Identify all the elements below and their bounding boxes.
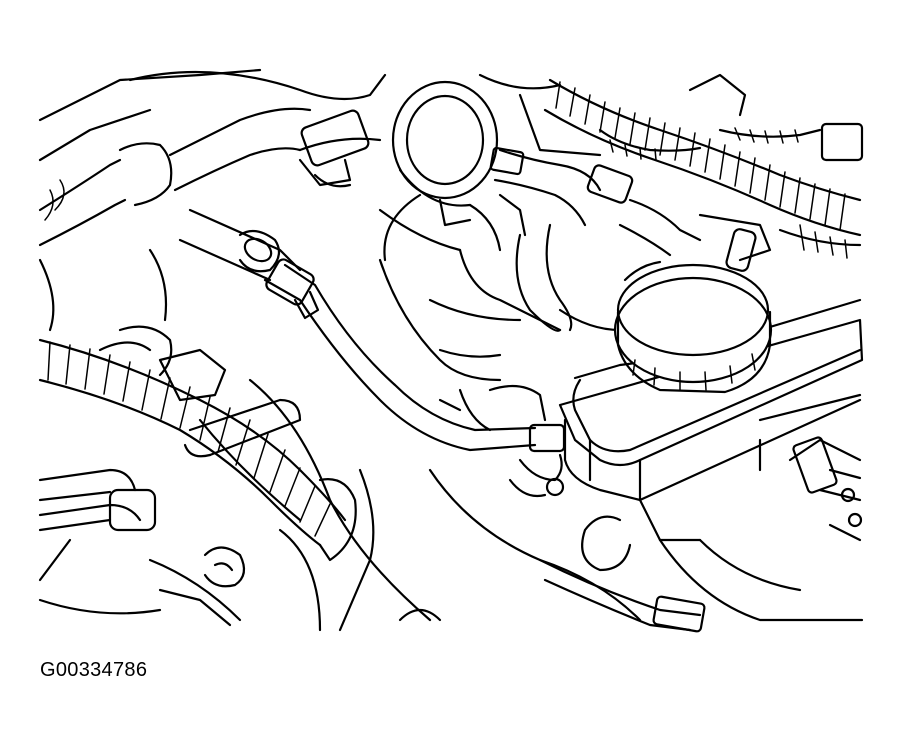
lower-clip bbox=[158, 546, 246, 627]
figure-id: G00334786 bbox=[40, 659, 148, 681]
upper-left-hose bbox=[38, 107, 312, 247]
lower-right-pipe bbox=[538, 558, 706, 633]
right-connector bbox=[788, 436, 863, 542]
vent-tube bbox=[263, 258, 537, 452]
left-corrugated-hose bbox=[38, 338, 357, 562]
wiring-harness-upper bbox=[543, 73, 864, 259]
left-fitting-cylinder bbox=[178, 208, 302, 282]
hose-ring bbox=[383, 80, 502, 262]
mid-hoses bbox=[458, 146, 772, 332]
connector-upper-left bbox=[298, 109, 370, 188]
reservoir-cap bbox=[613, 260, 773, 394]
lower-left-pipes bbox=[38, 325, 302, 532]
